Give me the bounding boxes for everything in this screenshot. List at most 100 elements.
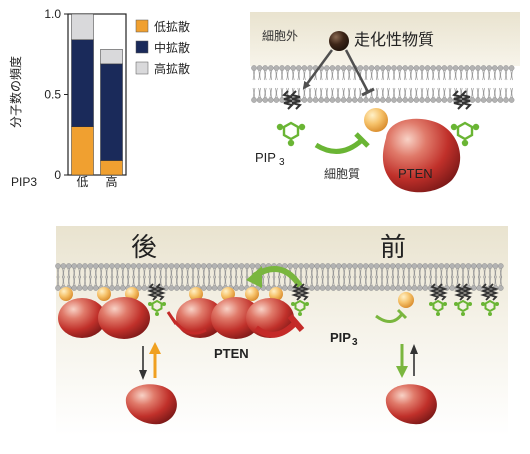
lipid-head (373, 285, 380, 291)
lipid-head (55, 285, 61, 291)
pip3-headgroup-right (450, 121, 480, 147)
lipid-head (206, 285, 212, 291)
lipid-tail (423, 275, 427, 287)
lipid-tail (314, 87, 317, 99)
lipid-tail (175, 275, 179, 287)
lipid-head (82, 263, 88, 269)
lipid-tail (437, 87, 441, 99)
lipid-tail (348, 275, 351, 287)
lipid-tail (319, 69, 323, 81)
lipid-tail (431, 69, 435, 81)
lipid-head (244, 263, 250, 269)
lipid-head (335, 263, 342, 269)
lipid-tail (337, 275, 341, 287)
lipid-tail (403, 69, 407, 81)
lipid-head (152, 263, 158, 269)
receptor-right (452, 90, 472, 110)
lipid-tail (186, 275, 189, 287)
lipid-tail (67, 275, 71, 287)
lipid-tail (258, 87, 261, 99)
lipid-head (427, 263, 434, 269)
lipid-tail (197, 275, 200, 287)
lipid-head (487, 263, 493, 269)
lipid-head (141, 285, 148, 291)
lipid-head (184, 263, 191, 269)
lipid-head (301, 65, 308, 71)
exchange-arrows-front (396, 344, 418, 378)
lipid-head (262, 65, 269, 71)
lipid-tail (258, 69, 261, 81)
lipid-tail (269, 87, 273, 99)
lipid-head (93, 263, 99, 269)
lipid-head (346, 65, 353, 71)
bar-segment (100, 63, 123, 161)
lipid-tail (459, 69, 463, 81)
lipid-head (368, 97, 375, 103)
lipid-tail (471, 69, 474, 81)
lipid-tail (364, 275, 368, 287)
lipid-head (503, 65, 509, 71)
lipid-head (146, 263, 153, 269)
lipid-head (458, 65, 465, 71)
chart-tick-labels: 00.51.0低高 (44, 7, 117, 189)
lipid-tail (450, 275, 454, 287)
lipid-tail (461, 275, 465, 287)
lipid-tail (303, 69, 306, 81)
lipid-head (262, 97, 269, 103)
lipid-tail (336, 87, 340, 99)
lipid-tail (121, 275, 125, 287)
lipid-head (273, 65, 280, 71)
lipid-head (173, 285, 180, 291)
lipid-tail (420, 87, 424, 99)
lipid-head (363, 97, 369, 103)
lipid-head (402, 65, 409, 71)
lipid-tail (263, 87, 267, 99)
lipid-tail (105, 275, 108, 287)
front-label: 前 (380, 233, 406, 263)
lipid-head (330, 285, 337, 291)
lipid-tail (386, 275, 389, 287)
lipid-tail (369, 275, 373, 287)
pten-label: PTEN (398, 166, 433, 181)
lipid-head (441, 65, 448, 71)
lipid-tail (494, 275, 497, 287)
lipid-head (341, 263, 348, 269)
lipid-head (486, 97, 493, 103)
cytosolic-pten-rear (125, 384, 177, 425)
lipid-tail (353, 69, 357, 81)
lipid-tail (370, 69, 373, 81)
lipid-head (357, 285, 364, 291)
lipid-head (254, 263, 261, 269)
stacked-bar-chart: 00.51.0低高 分子数の頻度 PIP3 低拡散中拡散高拡散 (8, 7, 190, 189)
lipid-head (391, 97, 397, 103)
inhibition-bar (361, 87, 375, 97)
lipid-tail (420, 69, 424, 81)
lipid-head (301, 97, 308, 103)
lipid-tail (347, 87, 351, 99)
pip2-headgroups-rear (59, 287, 283, 301)
pten-cluster-rear (58, 297, 294, 339)
lipid-head (411, 285, 418, 291)
lipid-head (503, 97, 509, 103)
lipid-tail (476, 87, 480, 99)
lipid-tail (332, 275, 335, 287)
lipid-tail (218, 275, 222, 287)
lipid-tail (387, 69, 390, 81)
lipid-tail (396, 275, 400, 287)
lipid-head (136, 285, 142, 291)
lipid-tail (467, 275, 470, 287)
lipid-head (217, 263, 223, 269)
lipid-tail (443, 87, 446, 99)
lipid-head (389, 285, 396, 291)
lipid-head (416, 263, 423, 269)
lipid-head (379, 65, 386, 71)
lipid-head (307, 97, 313, 103)
lipid-head (385, 65, 392, 71)
lipid-head (335, 65, 341, 71)
lipid-tail (375, 69, 379, 81)
lipid-tail (283, 275, 287, 287)
lipid-head (497, 263, 504, 269)
lipid-tail (280, 69, 284, 81)
lipid-tail (381, 69, 385, 81)
lipid-tail (347, 69, 351, 81)
